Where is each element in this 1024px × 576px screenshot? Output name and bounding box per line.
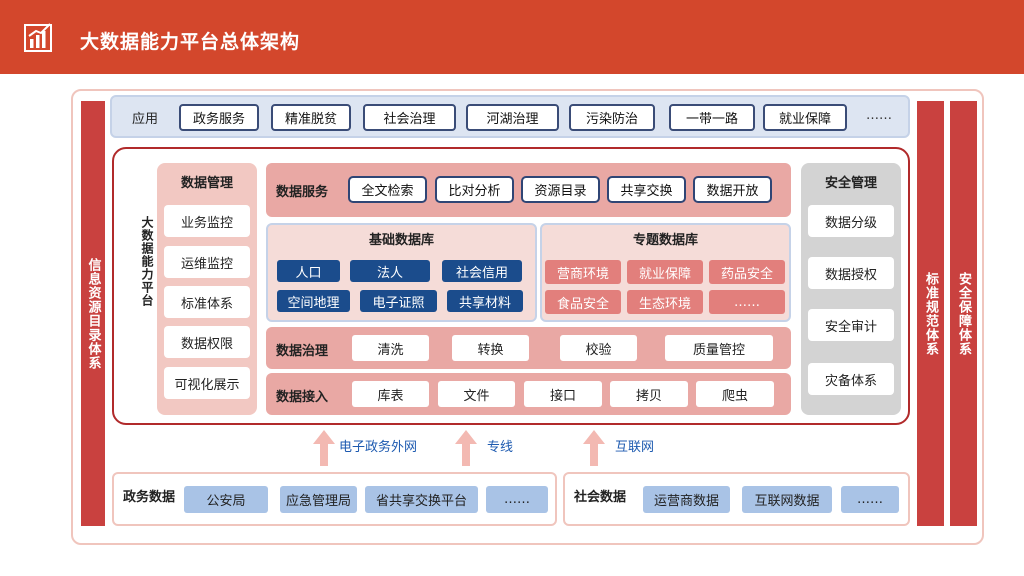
thematic-database-item: 药品安全 (709, 260, 785, 284)
thematic-database-item: 食品安全 (545, 290, 621, 314)
data-access-item: 拷贝 (610, 381, 688, 407)
up-arrow-icon (313, 430, 335, 466)
data-access-item: 库表 (352, 381, 429, 407)
thematic-database-title: 专题数据库 (633, 233, 699, 248)
application-label: 应用 (132, 112, 159, 127)
data-service-item: 比对分析 (435, 176, 514, 203)
app-item: 污染防治 (569, 104, 655, 131)
basic-database-item: 法人 (350, 260, 430, 282)
info-catalog-label: 信息资源目录体系 (85, 257, 101, 370)
social-data-label: 社会数据 (574, 490, 627, 505)
channel-label: 电子政务外网 (339, 440, 418, 455)
basic-database-item: 电子证照 (360, 290, 437, 312)
basic-database-title: 基础数据库 (369, 233, 435, 248)
data-service-item: 资源目录 (521, 176, 600, 203)
data-governance-item: 质量管控 (665, 335, 773, 361)
data-governance-item: 校验 (560, 335, 637, 361)
bar-chart-icon (24, 23, 52, 52)
standards-bar: 标准规范体系 (917, 101, 944, 526)
header-bar: 大数据能力平台总体架构 (0, 0, 1024, 74)
channel-label: 专线 (487, 440, 514, 455)
data-governance-label: 数据治理 (276, 344, 329, 359)
data-management-item: 可视化展示 (164, 367, 250, 399)
data-access-item: 文件 (438, 381, 515, 407)
app-item: 河湖治理 (466, 104, 559, 131)
app-more: …… (866, 108, 892, 123)
security-assurance-bar: 安全保障体系 (950, 101, 977, 526)
security-assurance-label: 安全保障体系 (956, 271, 971, 356)
data-governance-item: 清洗 (352, 335, 429, 361)
security-management-item: 灾备体系 (808, 363, 894, 395)
government-data-item: 应急管理局 (280, 486, 357, 513)
data-governance-item: 转换 (452, 335, 529, 361)
government-data-item: 公安局 (184, 486, 268, 513)
app-item: 社会治理 (363, 104, 456, 131)
up-arrow-icon (583, 430, 605, 466)
security-management-item: 安全审计 (808, 309, 894, 341)
government-data-item: 省共享交换平台 (365, 486, 478, 513)
social-data-item: 互联网数据 (742, 486, 832, 513)
data-access-item: 爬虫 (696, 381, 774, 407)
data-management-title: 数据管理 (180, 176, 233, 191)
data-service-item: 数据开放 (693, 176, 772, 203)
basic-database-item: 社会信用 (442, 260, 522, 282)
data-management-item: 数据权限 (164, 326, 250, 358)
data-service-item: 全文检索 (348, 176, 427, 203)
platform-vertical-label: 大数据能力平台 (140, 216, 154, 307)
page-title: 大数据能力平台总体架构 (80, 31, 301, 53)
social-data-item: 运营商数据 (643, 486, 730, 513)
social-data-item: …… (841, 486, 899, 513)
data-management-item: 标准体系 (164, 286, 250, 318)
data-management-item: 业务监控 (164, 205, 250, 237)
basic-database-item: 空间地理 (277, 290, 350, 312)
info-catalog-bar: 信息资源目录体系 (81, 101, 105, 526)
data-access-item: 接口 (524, 381, 602, 407)
app-item: 就业保障 (763, 104, 847, 131)
thematic-database-item: …… (709, 290, 785, 314)
app-item: 一带一路 (669, 104, 755, 131)
security-management-item: 数据授权 (808, 257, 894, 289)
data-service-label: 数据服务 (276, 185, 329, 200)
government-data-label: 政务数据 (123, 490, 176, 505)
data-management-item: 运维监控 (164, 246, 250, 278)
thematic-database-item: 营商环境 (545, 260, 621, 284)
up-arrow-icon (455, 430, 477, 466)
data-access-label: 数据接入 (276, 390, 329, 405)
standards-label: 标准规范体系 (923, 271, 938, 356)
thematic-database-item: 就业保障 (627, 260, 703, 284)
thematic-database-item: 生态环境 (627, 290, 703, 314)
government-data-item: …… (486, 486, 548, 513)
basic-database-item: 共享材料 (447, 290, 523, 312)
app-item: 政务服务 (179, 104, 259, 131)
security-management-item: 数据分级 (808, 205, 894, 237)
channel-label: 互联网 (615, 440, 655, 455)
app-item: 精准脱贫 (271, 104, 351, 131)
basic-database-item: 人口 (277, 260, 340, 282)
data-service-item: 共享交换 (607, 176, 686, 203)
security-management-title: 安全管理 (824, 176, 877, 191)
